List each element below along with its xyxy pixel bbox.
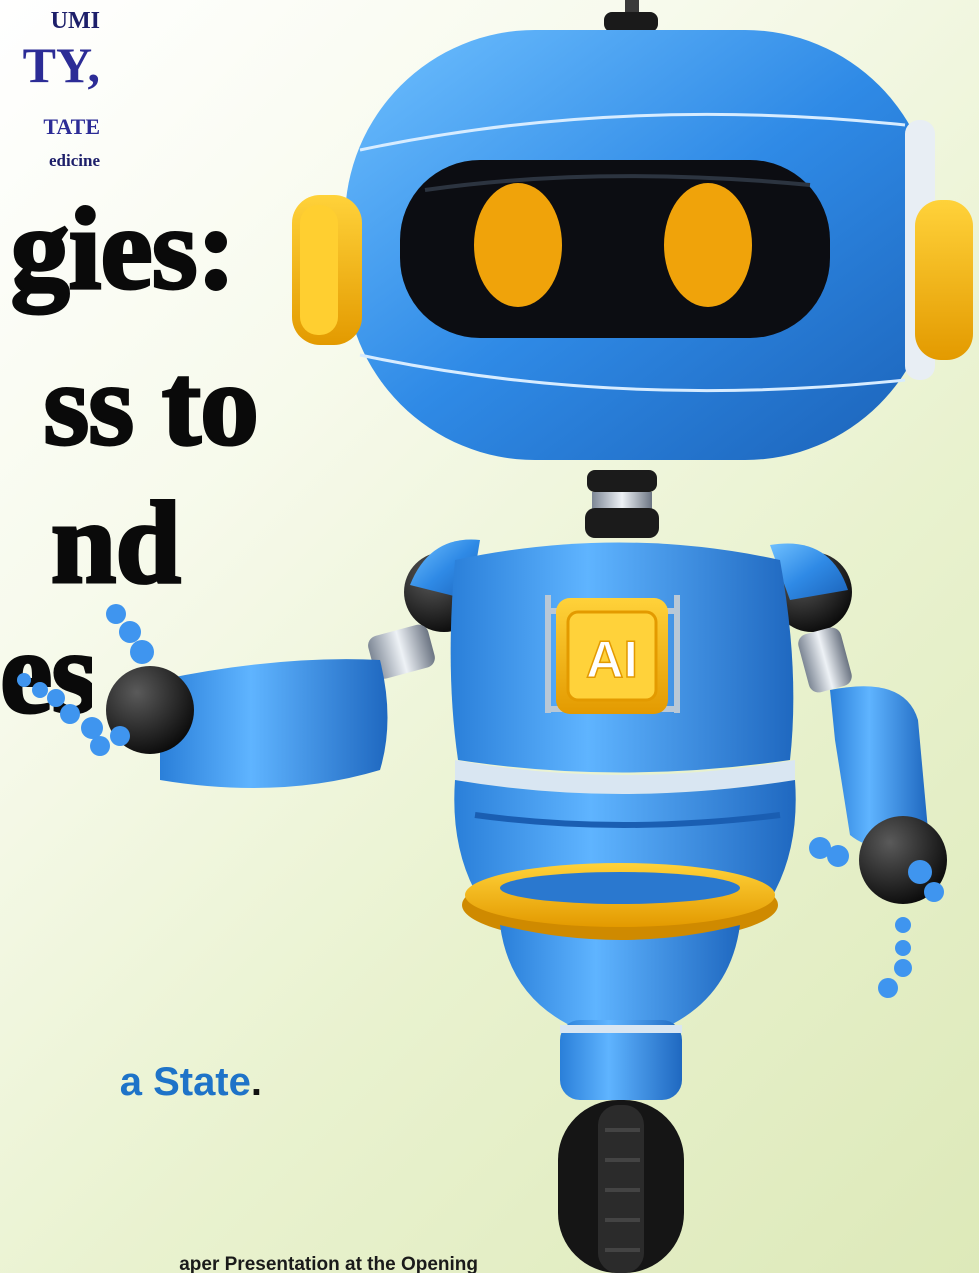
robot-eye-right: [664, 183, 752, 307]
robot-arm-left: [17, 604, 435, 788]
robot-ear-left: [292, 195, 362, 345]
antenna: [604, 0, 658, 32]
title-line-2: ss to: [42, 339, 261, 470]
robot-hand-right-fingers: [809, 837, 944, 998]
logo-text-line-4: edicine: [49, 151, 100, 170]
subtitle-text: a State: [119, 1060, 251, 1104]
university-logo: UMI TY, TATE edicine: [0, 0, 100, 180]
robot-ear-right: [915, 200, 973, 360]
robot-visor: [400, 160, 830, 338]
logo-text-line-2: TY,: [22, 37, 100, 93]
robot-neck: [585, 470, 659, 538]
logo-text-line-3: TATE: [43, 114, 100, 139]
presentation-caption: aper Presentation at the Opening: [179, 1254, 478, 1273]
robot-arm-right: [798, 627, 947, 998]
robot-wheel: [558, 1100, 684, 1273]
ai-chip-badge: AI: [545, 595, 680, 714]
robot-hand-left-fingers: [17, 604, 154, 756]
title-line-3: nd: [49, 477, 182, 608]
logo-text-line-1: UMI: [50, 8, 100, 34]
robot-lower-body: [500, 925, 740, 1100]
robot-eye-left: [474, 183, 562, 307]
subtitle-punctuation: .: [250, 1060, 262, 1104]
subtitle-location: a State.: [0, 1060, 262, 1105]
title-line-1: gies:: [9, 183, 237, 314]
robot-waist-ring: [462, 863, 778, 943]
robot-head: [292, 30, 973, 460]
ai-chip-label: AI: [586, 631, 638, 689]
